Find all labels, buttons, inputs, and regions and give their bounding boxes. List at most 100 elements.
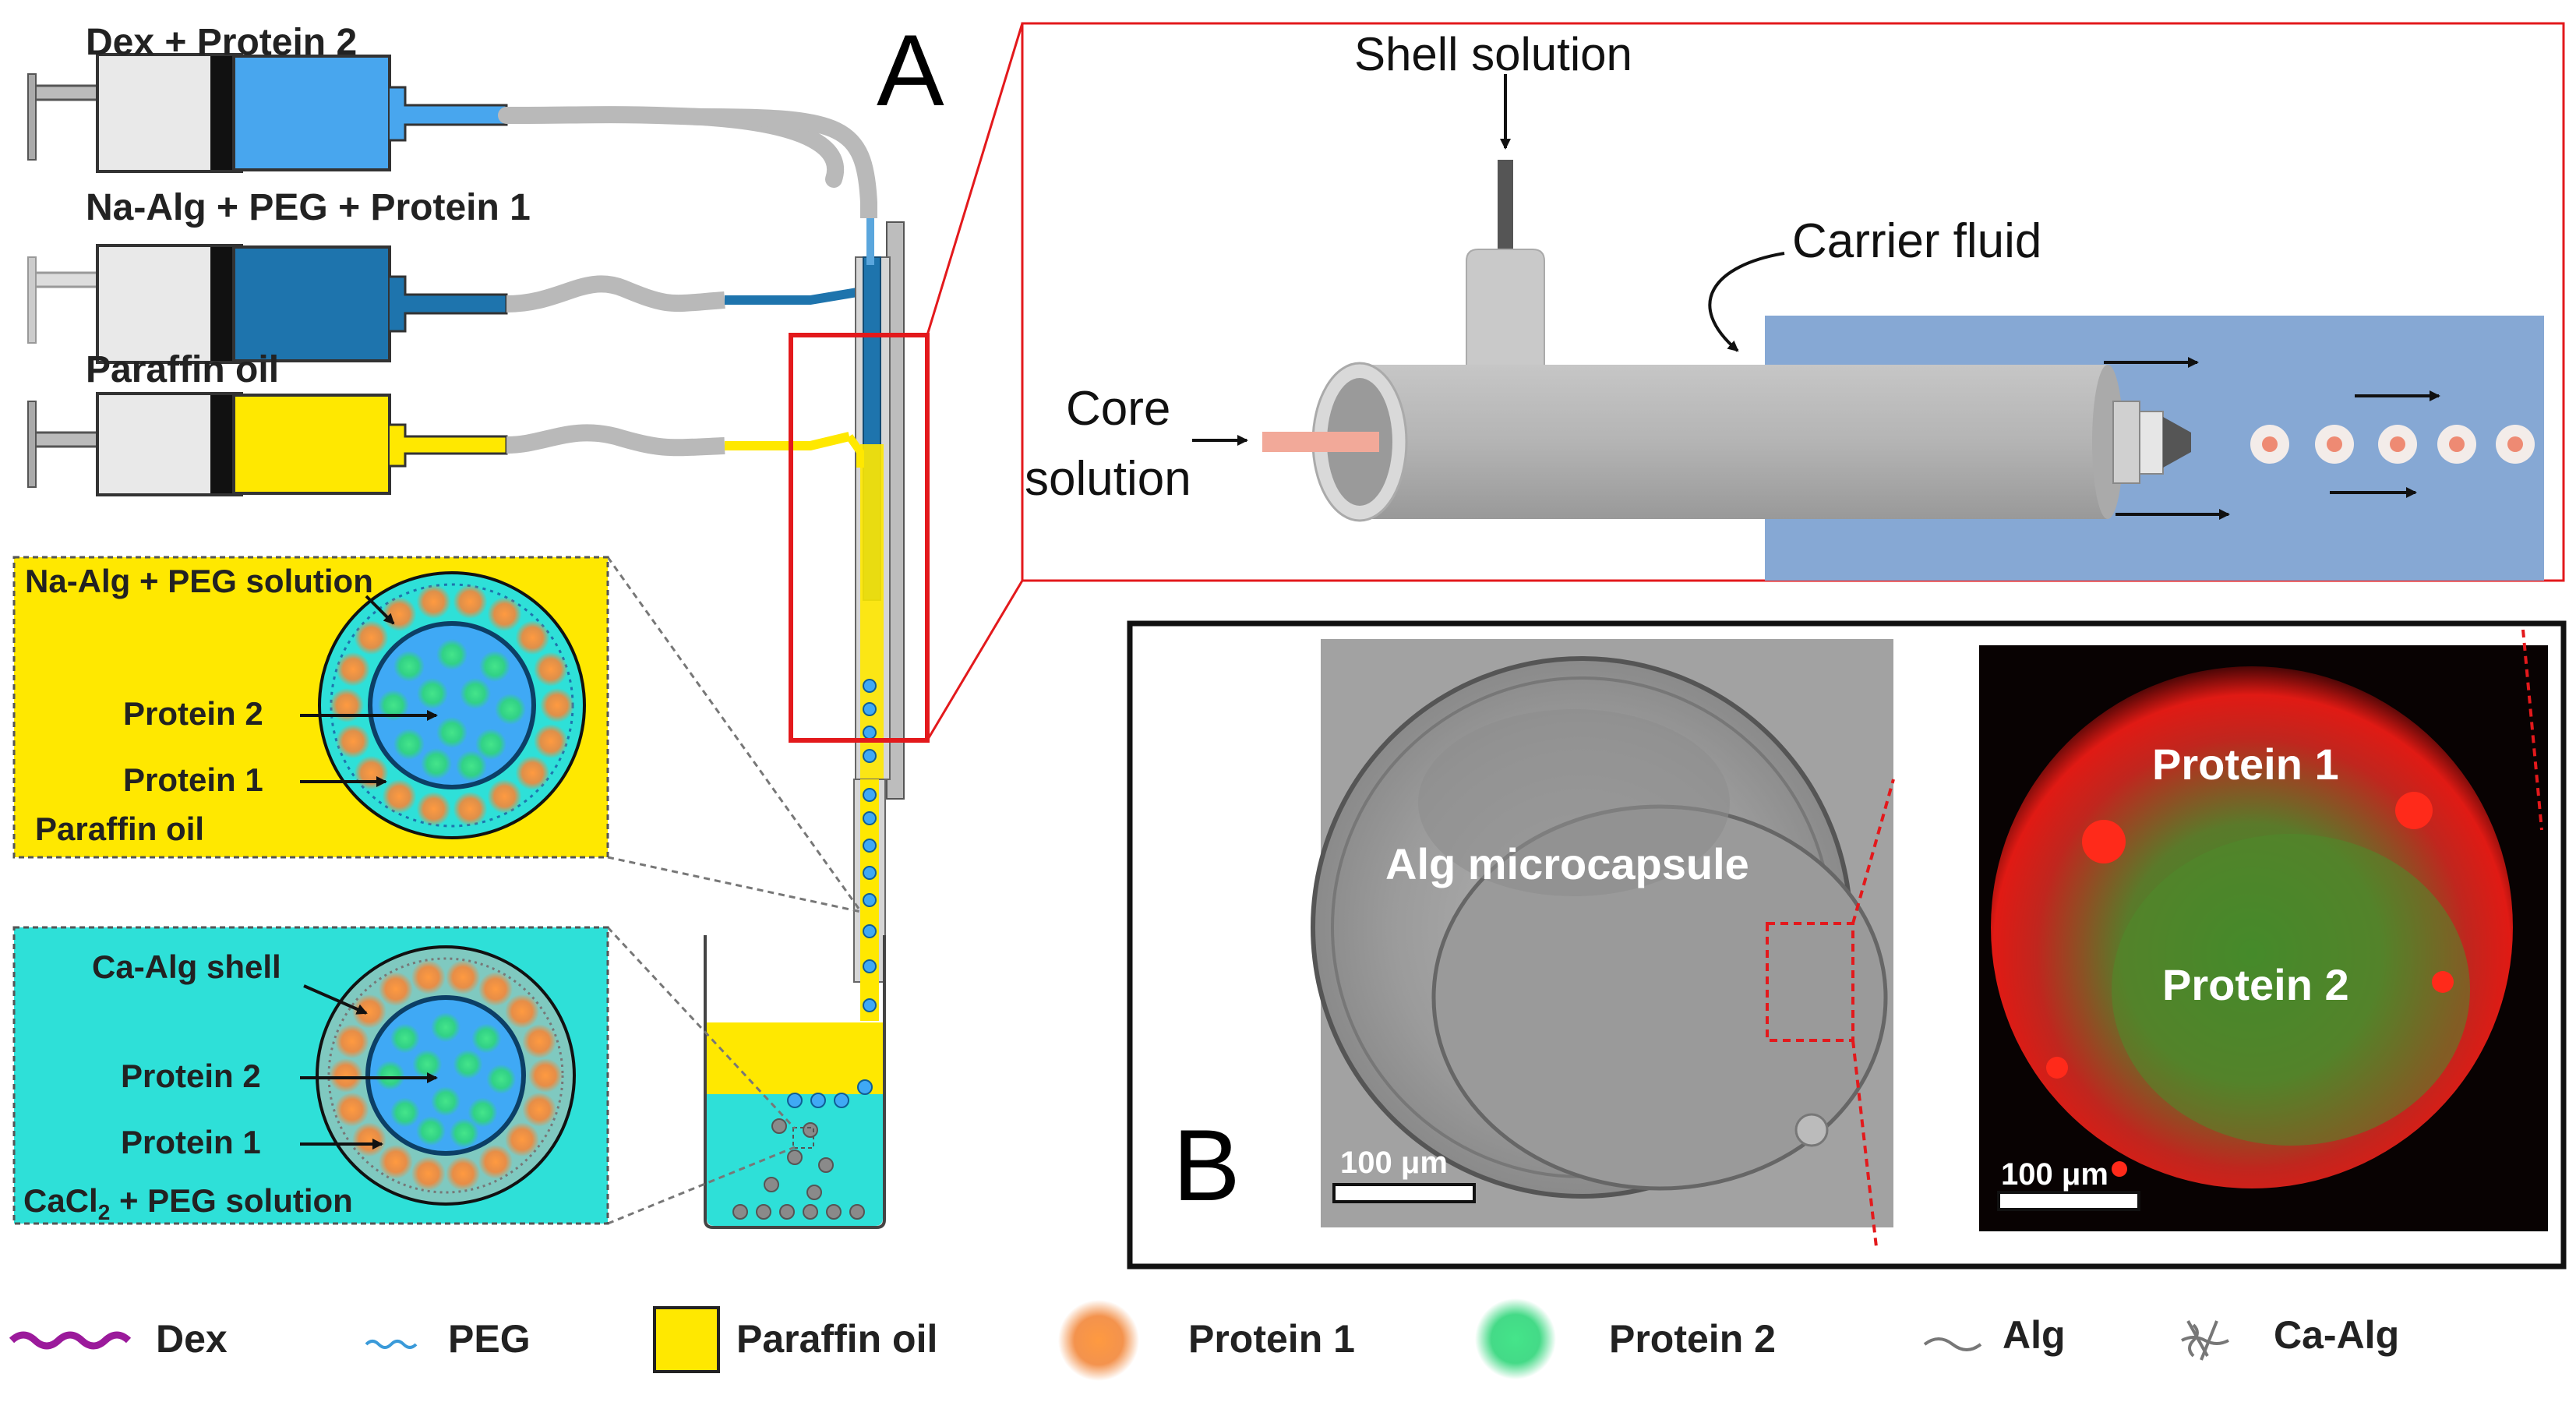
shell-solution-label: Shell solution bbox=[1354, 28, 1632, 80]
legend-label-ca-alg: Ca-Alg bbox=[2274, 1313, 2399, 1357]
protein2-particle bbox=[393, 729, 425, 760]
legend-label-protein1: Protein 1 bbox=[1188, 1317, 1355, 1361]
fluorescence-protein1-label: Protein 1 bbox=[2152, 740, 2339, 789]
protein2-particle bbox=[416, 1116, 446, 1146]
syringe-label-dex-protein2: Dex + Protein 2 bbox=[86, 22, 357, 63]
peg-wave-icon bbox=[365, 1340, 418, 1349]
protein1-particle bbox=[382, 779, 417, 814]
protein1-particle bbox=[334, 1092, 369, 1127]
legend: Dex PEG Paraffin oil Protein 1 Protein 2… bbox=[9, 1298, 2399, 1381]
protein2-particle bbox=[390, 1097, 420, 1128]
protein2-particle bbox=[471, 1023, 502, 1054]
protein1-particle bbox=[522, 1024, 557, 1059]
device-droplets bbox=[863, 679, 877, 1012]
capsule-cross-section-box bbox=[12, 926, 609, 1225]
core-solution-label-line2: solution bbox=[1025, 452, 1191, 506]
protein2-particle bbox=[453, 1049, 483, 1079]
protein1-icon bbox=[1058, 1300, 1139, 1381]
protein1-particle bbox=[416, 791, 451, 826]
core-solution-label-line1: Core bbox=[1066, 382, 1170, 436]
scale-bar-label-right: 100 μm bbox=[2001, 1157, 2108, 1192]
fluorescence-protein2-label: Protein 2 bbox=[2162, 960, 2349, 1009]
capsule-solution-label: CaCl2 + PEG solution bbox=[23, 1182, 353, 1224]
protein2-particle bbox=[412, 1049, 443, 1079]
protein1-particle bbox=[351, 994, 386, 1029]
protein1-particle bbox=[351, 1122, 386, 1157]
coaxial-device bbox=[845, 218, 905, 1021]
protein1-particle bbox=[515, 620, 550, 655]
capsule-protein1-label: Protein 1 bbox=[121, 1124, 261, 1160]
syringe-label-na-alg-peg-protein1: Na-Alg + PEG + Protein 1 bbox=[86, 187, 531, 228]
droplet-oil-label: Paraffin oil bbox=[35, 810, 204, 847]
protein1-particle bbox=[533, 652, 568, 687]
protein2-particle bbox=[393, 651, 425, 682]
legend-label-protein2: Protein 2 bbox=[1609, 1317, 1776, 1361]
protein1-particle bbox=[379, 1144, 413, 1179]
collection-beaker bbox=[704, 935, 886, 1229]
protein2-particle bbox=[436, 717, 468, 748]
paraffin-square-icon bbox=[653, 1306, 720, 1373]
protein1-particle bbox=[411, 959, 446, 994]
droplet-protein2-label: Protein 2 bbox=[123, 695, 263, 732]
capsule-protein2-label: Protein 2 bbox=[121, 1058, 261, 1094]
syringe-label-paraffin-oil: Paraffin oil bbox=[86, 349, 279, 390]
protein1-particle bbox=[446, 1157, 481, 1192]
protein1-particle bbox=[505, 994, 540, 1029]
protein1-particle bbox=[446, 959, 481, 994]
brightfield-capsule-label: Alg microcapsule bbox=[1385, 839, 1749, 888]
panel-b bbox=[1127, 620, 2567, 1270]
protein2-particle bbox=[486, 1064, 517, 1094]
protein1-particle bbox=[453, 584, 488, 620]
droplet-solution-label: Na-Alg + PEG solution bbox=[25, 563, 373, 599]
protein1-particle bbox=[354, 620, 389, 655]
protein2-particle bbox=[378, 690, 409, 721]
dex-wave-icon bbox=[9, 1331, 132, 1350]
protein1-particle bbox=[329, 1058, 363, 1093]
protein1-particle bbox=[453, 791, 488, 826]
alg-line-icon bbox=[1923, 1337, 1982, 1351]
protein1-particle bbox=[505, 1122, 540, 1157]
protein2-particle bbox=[436, 639, 468, 670]
protein2-particle bbox=[390, 1023, 420, 1054]
protein1-particle bbox=[411, 1157, 446, 1192]
protein1-particle bbox=[522, 1092, 557, 1127]
protein1-particle bbox=[533, 724, 568, 759]
carrier-fluid-label: Carrier fluid bbox=[1792, 214, 2041, 268]
droplet-cross-section-box bbox=[12, 556, 609, 859]
protein2-particle bbox=[475, 729, 506, 760]
protein1-particle bbox=[336, 652, 371, 687]
syringe-paraffin-oil bbox=[27, 392, 851, 496]
protein1-particle bbox=[354, 755, 389, 790]
protein1-particle bbox=[334, 1024, 369, 1059]
protein1-particle bbox=[487, 779, 522, 814]
protein2-particle bbox=[495, 694, 526, 725]
protein2-particle bbox=[375, 1061, 405, 1090]
panel-label-b: B bbox=[1173, 1108, 1240, 1222]
protein2-particle bbox=[449, 1118, 479, 1149]
droplet-protein1-label: Protein 1 bbox=[123, 761, 263, 798]
protein2-particle bbox=[421, 748, 452, 779]
protein1-particle bbox=[478, 972, 513, 1007]
panel-label-a: A bbox=[877, 13, 944, 127]
protein2-particle bbox=[468, 1097, 498, 1128]
protein2-particle bbox=[431, 1012, 461, 1043]
syringe-dex-protein2 bbox=[27, 53, 877, 218]
legend-label-dex: Dex bbox=[156, 1317, 228, 1361]
protein1-particle bbox=[336, 724, 371, 759]
protein1-particle bbox=[528, 1058, 563, 1093]
protein1-particle bbox=[487, 597, 522, 632]
callout-connectors bbox=[606, 556, 863, 1225]
protein1-particle bbox=[416, 584, 451, 620]
protein1-particle bbox=[540, 688, 574, 722]
protein1-particle bbox=[515, 755, 550, 790]
protein2-particle bbox=[479, 651, 510, 682]
protein2-particle bbox=[431, 1086, 461, 1117]
protein2-particle bbox=[460, 678, 491, 709]
syringe-na-alg-peg-protein1 bbox=[27, 244, 858, 364]
protein2-particle bbox=[456, 750, 487, 782]
legend-label-paraffin-oil: Paraffin oil bbox=[736, 1317, 937, 1361]
legend-label-peg: PEG bbox=[448, 1317, 531, 1361]
ca-alg-icon bbox=[2181, 1320, 2229, 1361]
protein1-particle bbox=[330, 688, 364, 722]
